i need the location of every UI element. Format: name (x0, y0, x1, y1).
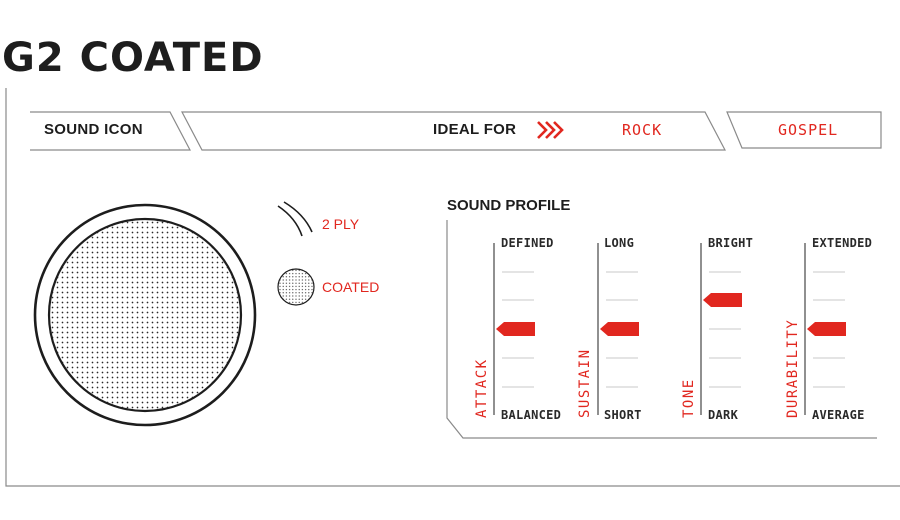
tone-bottom-label: DARK (708, 408, 739, 422)
tone-top-label: BRIGHT (708, 236, 754, 250)
tone-axis-name: TONE (681, 378, 697, 418)
attack-level-marker (496, 322, 535, 336)
genre-gospel: GOSPEL (778, 121, 839, 139)
ideal-for-label: IDEAL FOR (433, 121, 517, 138)
sustain-top-label: LONG (604, 236, 635, 250)
gospel-tab (726, 111, 882, 149)
tone-level-marker (703, 293, 742, 307)
durability-bottom-label: AVERAGE (812, 408, 865, 422)
sound-icon-drum (33, 203, 257, 427)
sound-profile-axes (493, 243, 846, 415)
product-title: G2 COATED (2, 35, 264, 81)
sound-icon-label: SOUND ICON (44, 121, 143, 138)
two-ply-icon (277, 201, 313, 237)
coated-icon (277, 268, 315, 306)
sustain-level-marker (600, 322, 639, 336)
sound-profile-title: SOUND PROFILE (447, 197, 571, 214)
sustain-bottom-label: SHORT (604, 408, 642, 422)
profile-bracket (446, 220, 877, 439)
chevrons-icon (537, 121, 564, 139)
attack-top-label: DEFINED (501, 236, 554, 250)
attack-axis-name: ATTACK (474, 358, 490, 418)
durability-axis-name: DURABILITY (785, 318, 801, 418)
feature-two-ply-label: 2 PLY (322, 216, 360, 232)
sustain-axis-name: SUSTAIN (577, 348, 593, 418)
durability-level-marker (807, 322, 846, 336)
ideal-for-bar (181, 111, 726, 151)
feature-coated-label: COATED (322, 279, 380, 295)
durability-top-label: EXTENDED (812, 236, 873, 250)
attack-bottom-label: BALANCED (501, 408, 562, 422)
sound-icon-tab (30, 111, 191, 151)
outer-border (5, 88, 900, 487)
genre-rock: ROCK (622, 121, 663, 139)
